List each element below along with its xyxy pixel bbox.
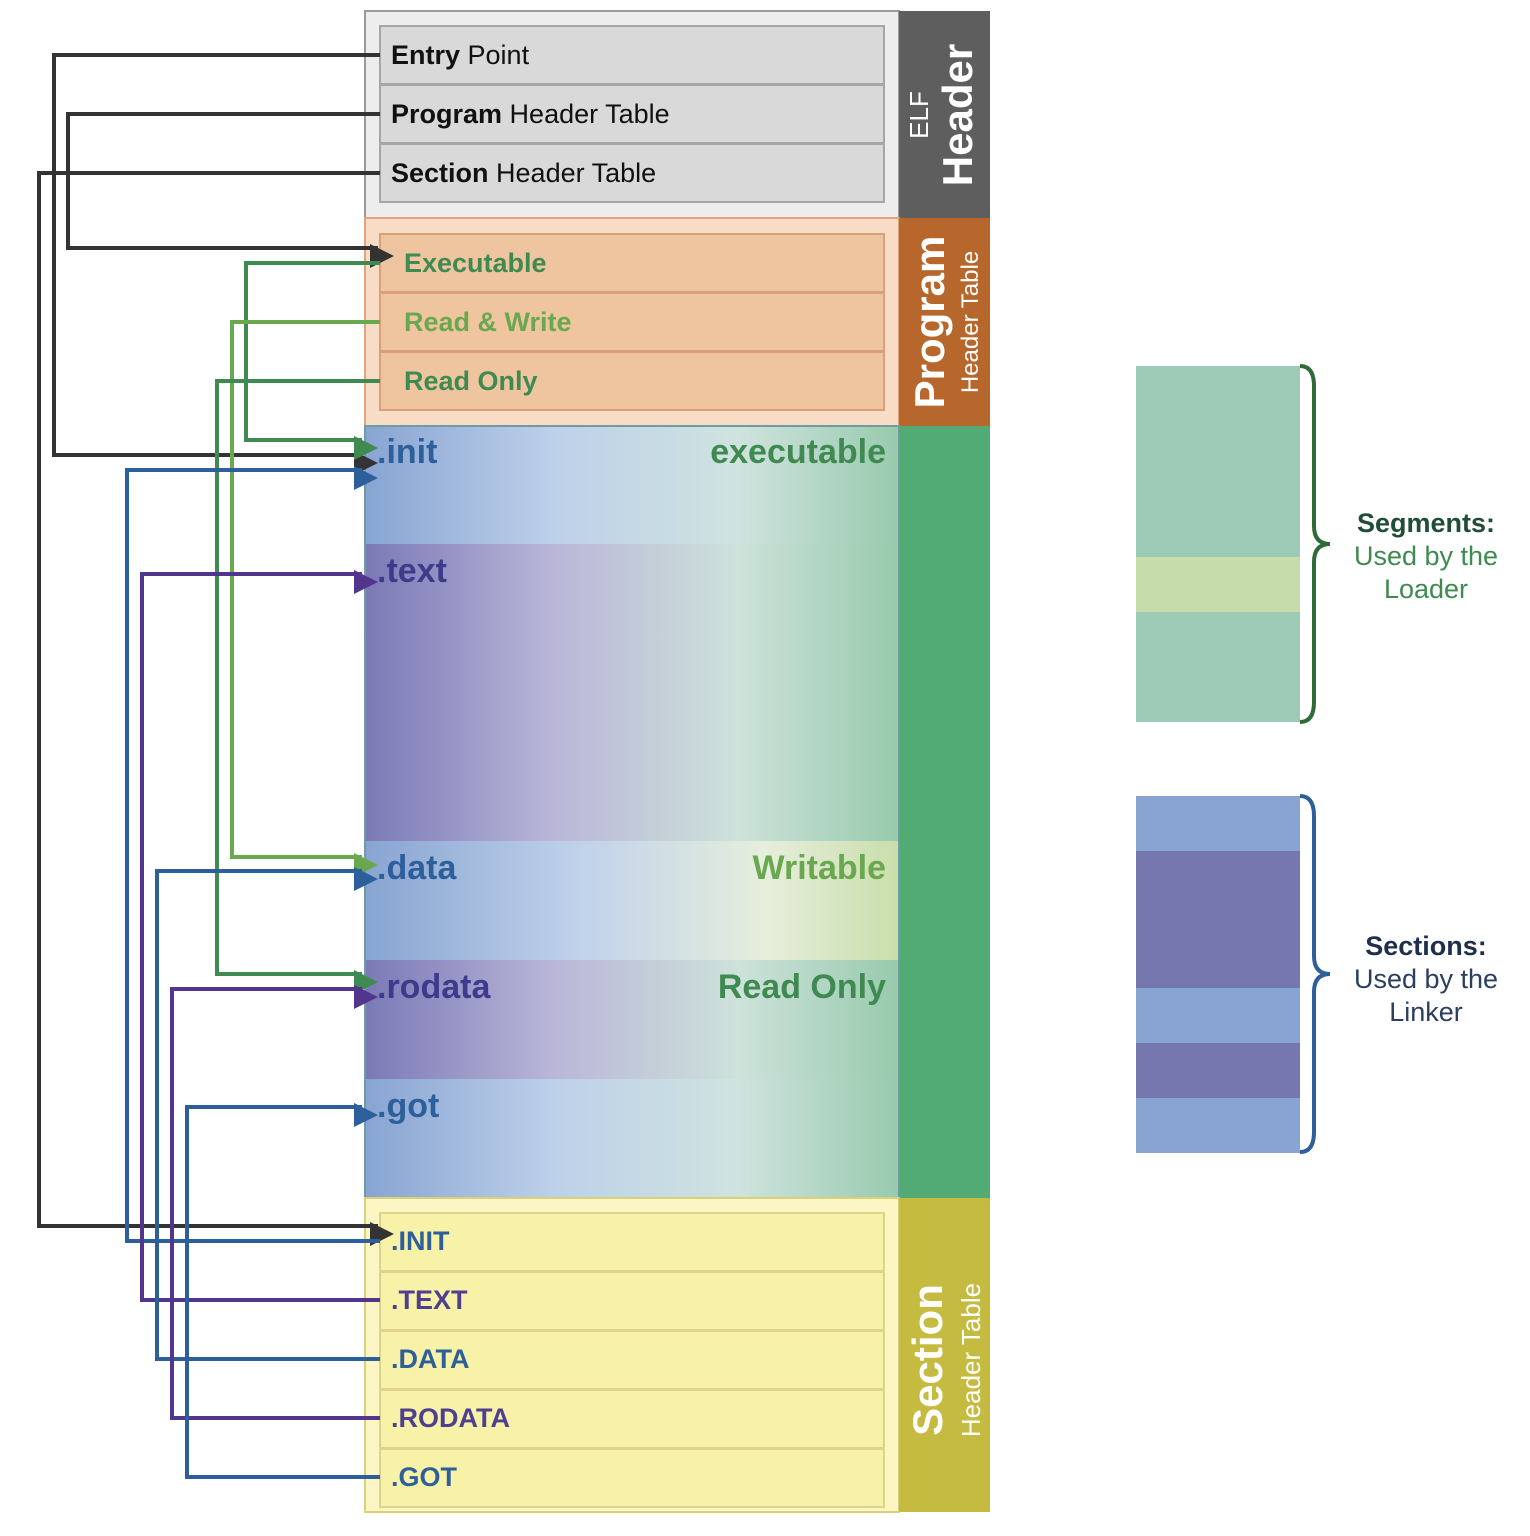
- section-swatch: [1136, 796, 1300, 851]
- arrow-rodata-section: [170, 985, 380, 1420]
- section-swatch: [1136, 1098, 1300, 1153]
- program-row-label: Read Only: [404, 366, 538, 396]
- section-band: .data Writable: [365, 841, 899, 960]
- elf-row-rest: Point: [460, 40, 530, 70]
- svg-text:Program Header Table: Program Header Table: [391, 99, 670, 129]
- segments-desc-line2: Loader: [1384, 574, 1468, 604]
- sections-brace: [1299, 794, 1331, 1154]
- svg-text:Section Header Table: Section Header Table: [391, 158, 656, 188]
- program-row-label: Executable: [404, 248, 547, 278]
- elf-row-rest: Header Table: [502, 99, 670, 129]
- arrow-read-only-segment: [215, 379, 380, 994]
- section-header-row: .TEXT: [379, 1271, 885, 1331]
- section-side-label-small: Header Table: [956, 1283, 986, 1437]
- segments-legend: Segments: Used by the Loader: [1136, 364, 1498, 724]
- elf-header-block: Entry Point Program Header Table Section…: [364, 10, 990, 219]
- program-header-block: Executable Read & Write Read Only Progra…: [364, 217, 990, 427]
- program-side-label-big: Program: [906, 236, 953, 409]
- elf-header-row: Program Header Table: [379, 84, 885, 144]
- program-row-label: Read & Write: [404, 307, 572, 337]
- segment-flag: Writable: [752, 849, 886, 887]
- section-name: .got: [377, 1087, 439, 1125]
- elf-row-bold: Entry: [391, 40, 460, 70]
- section-band: .got: [365, 1079, 899, 1198]
- arrow-executable-segment: [244, 261, 380, 460]
- section-name: .text: [377, 552, 447, 590]
- elf-header-row: Section Header Table: [379, 143, 885, 203]
- segment-swatch: [1136, 557, 1300, 612]
- section-header-row: .INIT: [379, 1212, 885, 1272]
- section-header-block: .INIT .TEXT .DATA .RODATA .GOT Section H…: [364, 1197, 990, 1513]
- segments-desc-line1: Used by the: [1354, 541, 1498, 571]
- elf-row-rest: Header Table: [489, 158, 657, 188]
- section-swatch: [1136, 988, 1300, 1043]
- section-swatch: [1136, 851, 1300, 988]
- section-header-row: .GOT: [379, 1448, 885, 1508]
- arrow-data-section: [155, 867, 380, 1361]
- arrow-entry-point-to-init: [52, 53, 380, 475]
- segment-swatch: [1136, 366, 1300, 557]
- segment-swatch: [1136, 612, 1300, 722]
- elf-side-label-small: ELF: [904, 91, 934, 139]
- section-header-label: .GOT: [391, 1462, 458, 1492]
- elf-row-bold: Program: [391, 99, 502, 129]
- section-header-label: .INIT: [391, 1226, 450, 1256]
- section-header-label: .TEXT: [391, 1285, 468, 1315]
- sections-title: Sections:: [1365, 931, 1487, 961]
- sections-desc-line2: Linker: [1389, 997, 1463, 1027]
- section-header-row: .DATA: [379, 1330, 885, 1390]
- section-name: .data: [377, 849, 457, 887]
- elf-side-label-big: Header: [934, 44, 981, 186]
- arrow-init-section: [125, 466, 380, 1243]
- arrow-text-section: [140, 570, 380, 1302]
- section-band: .rodata Read Only: [365, 960, 899, 1079]
- arrow-program-header-table: [66, 112, 394, 268]
- arrow-read-write-segment: [230, 320, 380, 877]
- section-band: .init executable: [365, 426, 899, 544]
- arrow-section-header-table: [37, 171, 394, 1246]
- section-swatch: [1136, 1043, 1300, 1098]
- section-band: .text: [365, 544, 899, 841]
- sections-body: .init executable .text .data Writable .r…: [364, 425, 990, 1199]
- section-header-row: .RODATA: [379, 1389, 885, 1449]
- svg-text:Entry Point: Entry Point: [391, 40, 530, 70]
- program-header-row: Read Only: [379, 351, 885, 411]
- segments-title: Segments:: [1357, 508, 1495, 538]
- section-name: .rodata: [377, 968, 491, 1006]
- sections-desc-line1: Used by the: [1354, 964, 1498, 994]
- elf-row-bold: Section: [391, 158, 489, 188]
- connector-arrows: [37, 53, 394, 1479]
- program-header-row: Executable: [379, 233, 885, 293]
- program-side-label-small: Header Table: [957, 251, 984, 393]
- program-header-row: Read & Write: [379, 292, 885, 352]
- segments-brace: [1299, 364, 1331, 724]
- section-name: .init: [377, 433, 437, 471]
- section-header-label: .RODATA: [391, 1403, 510, 1433]
- arrow-got-section: [185, 1103, 380, 1479]
- section-side-label-big: Section: [904, 1284, 951, 1436]
- segment-flag: executable: [710, 433, 886, 471]
- elf-header-row: Entry Point: [379, 25, 885, 85]
- sections-legend: Sections: Used by the Linker: [1136, 794, 1498, 1154]
- section-header-label: .DATA: [391, 1344, 469, 1374]
- segment-flag: Read Only: [718, 968, 886, 1006]
